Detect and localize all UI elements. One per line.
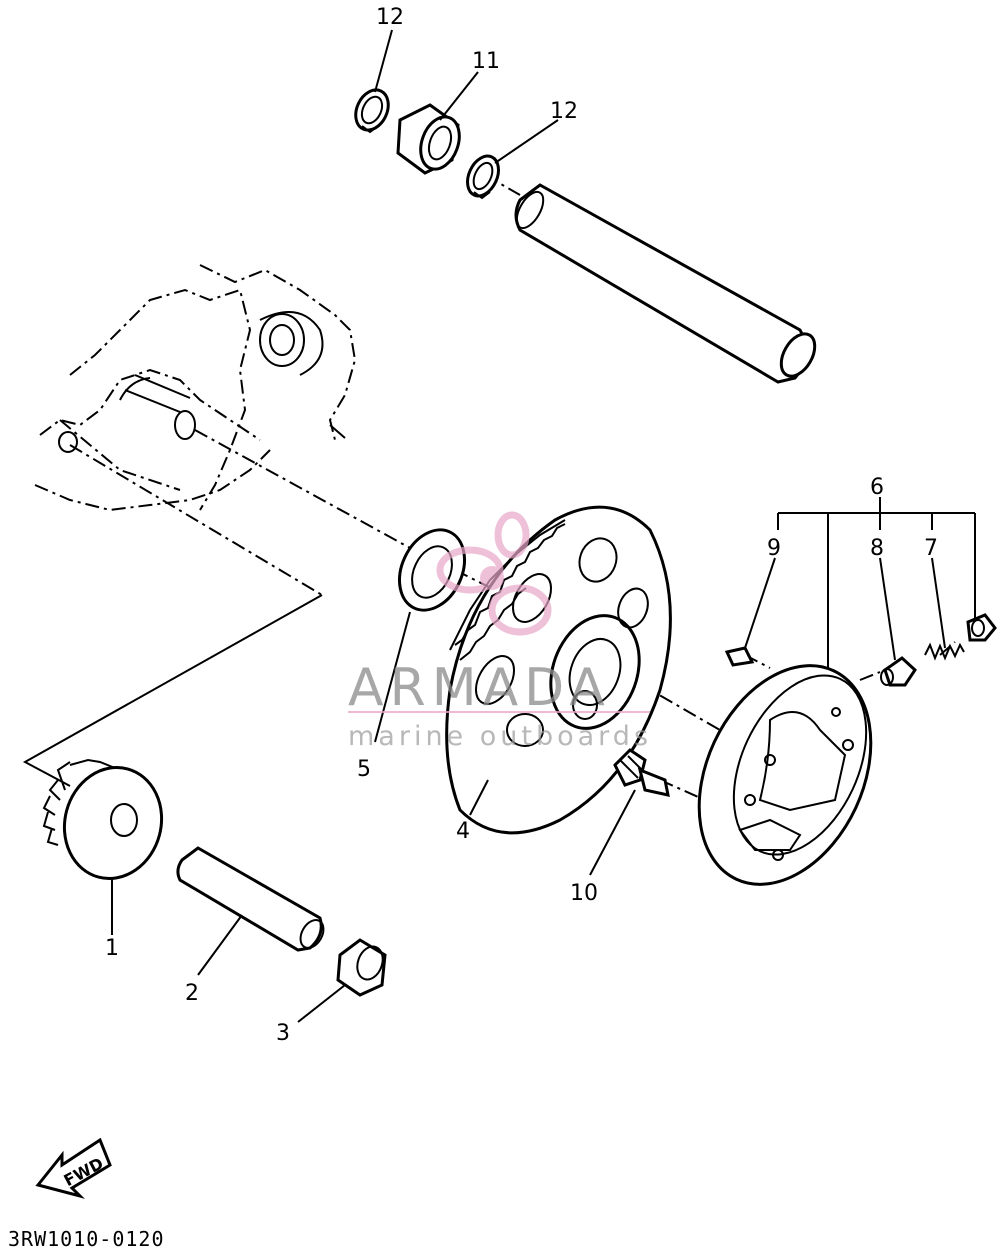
roller	[724, 646, 755, 667]
washer	[398, 528, 466, 612]
watermark: ARMADA marine outboards	[348, 511, 652, 752]
watermark-subtitle: marine outboards	[348, 721, 652, 752]
housing-bore	[259, 313, 305, 367]
bolt	[613, 748, 670, 797]
gear-window	[475, 655, 515, 705]
idle-gear-shaft	[176, 846, 325, 952]
gear-window	[578, 537, 618, 583]
callout-10: 10	[570, 881, 598, 906]
gear-window	[572, 690, 598, 720]
callout-4: 4	[456, 819, 470, 844]
diagram-code: 3RW1010-0120	[8, 1227, 165, 1251]
callout-11: 11	[472, 49, 500, 74]
housing-hole	[58, 431, 78, 453]
crankcase-housing	[34, 264, 357, 512]
spring	[924, 613, 997, 661]
starter-clutch	[697, 664, 873, 886]
watermark-logo	[436, 511, 552, 636]
gear-window	[617, 587, 649, 629]
callout-labels: 12 11 12 6 9 8 7 5 4 10 1 2 3	[105, 5, 938, 1046]
callout-9: 9	[767, 536, 781, 561]
callout-2: 2	[185, 981, 199, 1006]
leader-lines	[111, 29, 976, 1023]
callout-7: 7	[924, 536, 938, 561]
collar	[336, 938, 387, 997]
circlip-upper	[354, 88, 390, 134]
callout-1: 1	[105, 936, 119, 961]
plunger	[880, 656, 917, 687]
callout-3: 3	[276, 1021, 290, 1046]
circlip-lower	[466, 154, 500, 200]
callout-5: 5	[357, 757, 371, 782]
gear-window	[506, 713, 544, 747]
bearing	[396, 103, 461, 175]
watermark-title: ARMADA	[348, 658, 611, 718]
housing-shaft-end	[174, 410, 196, 440]
callout-6: 6	[870, 475, 884, 500]
fwd-arrow: FWD	[35, 1137, 112, 1199]
shaft	[514, 183, 817, 384]
starter-wheel-gear	[445, 505, 672, 835]
callout-8: 8	[870, 536, 884, 561]
callout-12-upper: 12	[376, 5, 404, 30]
callout-12-lower: 12	[550, 99, 578, 124]
idle-gear	[42, 758, 164, 881]
